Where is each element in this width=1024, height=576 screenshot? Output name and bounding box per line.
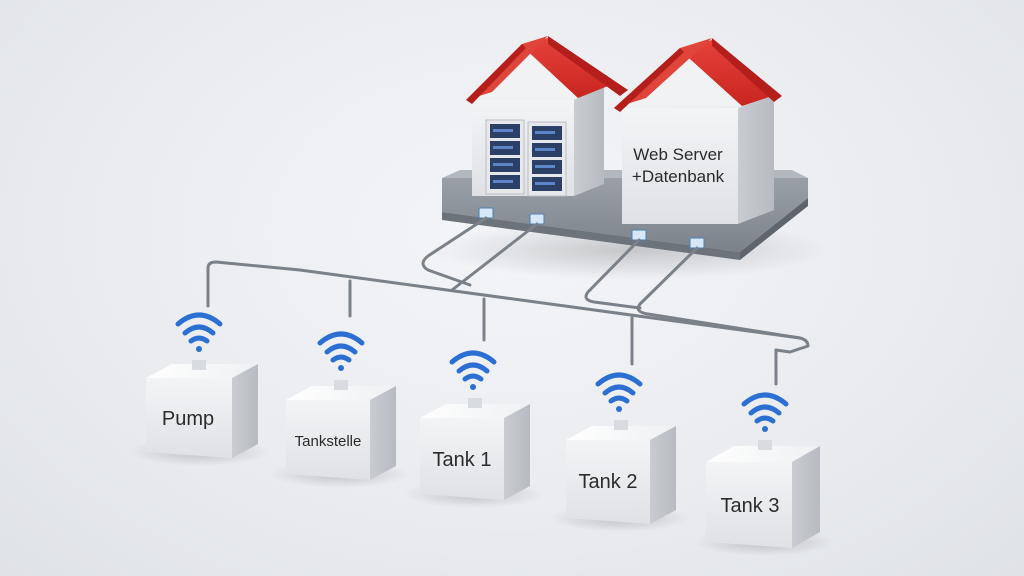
device-label: Tank 2 (579, 471, 638, 493)
device-tank-1: Tank 1 (404, 350, 544, 508)
web-server-building: Web Server +Datenbank (614, 38, 782, 224)
wifi-icon (595, 372, 643, 412)
wifi-icon (317, 331, 365, 371)
device-tank-2: Tank 2 (550, 372, 690, 532)
device-label: Tank 3 (721, 495, 780, 517)
server-label-line2: +Datenbank (632, 167, 725, 186)
network-cables (206, 216, 810, 386)
cable-port4 (636, 246, 802, 340)
device-label: Tank 1 (433, 449, 492, 471)
wifi-icon (741, 392, 789, 432)
wifi-icon (449, 350, 497, 390)
device-tankstelle: Tankstelle (270, 331, 410, 488)
server-label-line1: Web Server (633, 145, 723, 164)
cable-port3 (584, 238, 642, 310)
device-pump: Pump (130, 312, 270, 466)
device-tank-3: Tank 3 (694, 392, 834, 556)
cable-bus (206, 260, 810, 354)
port-1 (478, 207, 494, 219)
wifi-icon (175, 312, 223, 352)
cable-port1 (421, 216, 488, 287)
server-rack-right (527, 121, 567, 197)
server-rack-building (466, 36, 628, 197)
server-rack-left (485, 119, 525, 195)
device-label: Tankstelle (295, 433, 362, 450)
device-label: Pump (162, 408, 214, 430)
cable-port2 (450, 222, 539, 292)
